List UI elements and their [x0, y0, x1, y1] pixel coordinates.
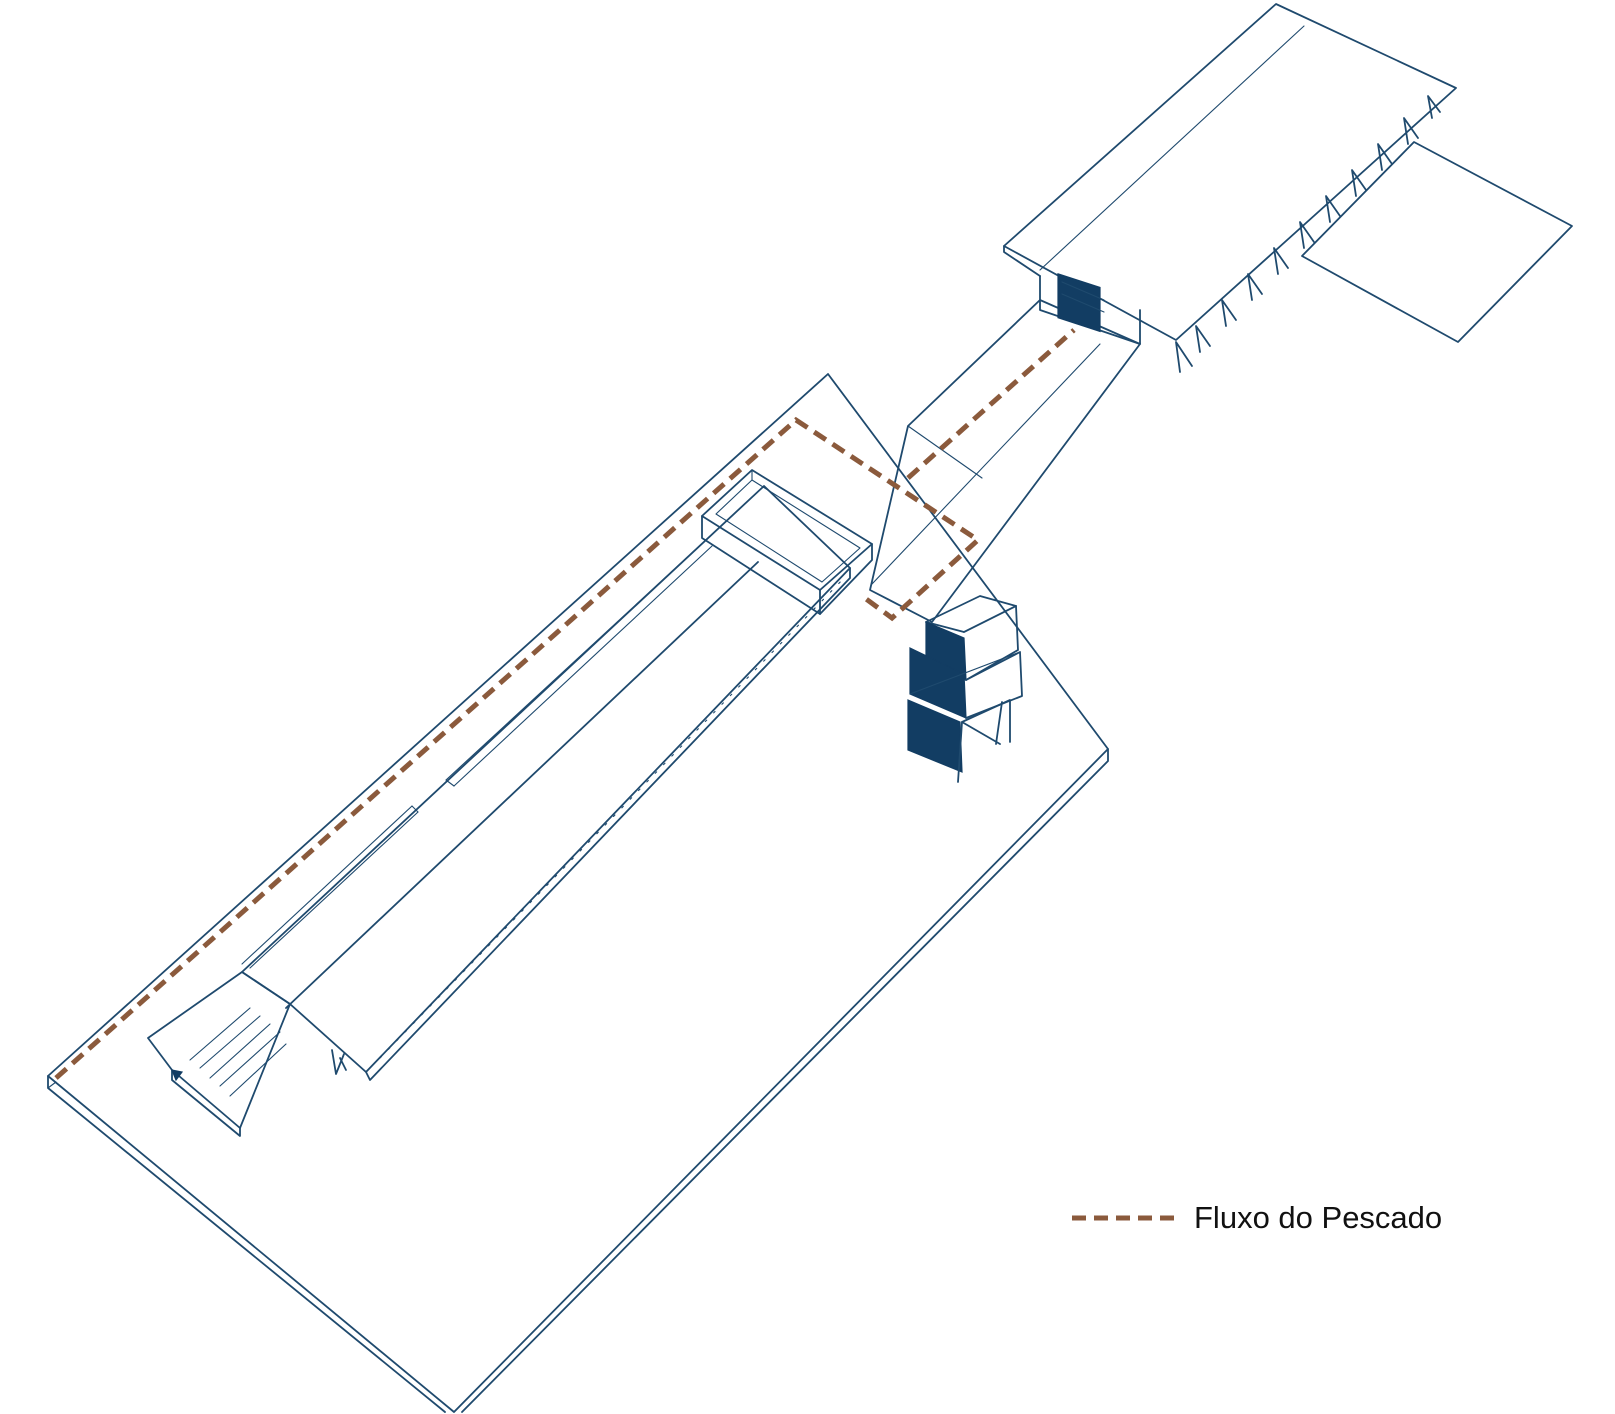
legend: Fluxo do Pescado — [1072, 1198, 1442, 1238]
walkway — [869, 299, 1141, 623]
ground-platform — [47, 373, 1109, 1413]
fish-flow-path — [54, 328, 1076, 1080]
flow-legend-label: Fluxo do Pescado — [1194, 1200, 1443, 1235]
stacked-module — [907, 595, 1023, 783]
flow-legend-swatch — [1072, 1215, 1176, 1221]
long-shed — [147, 485, 851, 1137]
upper-building — [1003, 3, 1573, 373]
roof-box — [701, 469, 873, 615]
